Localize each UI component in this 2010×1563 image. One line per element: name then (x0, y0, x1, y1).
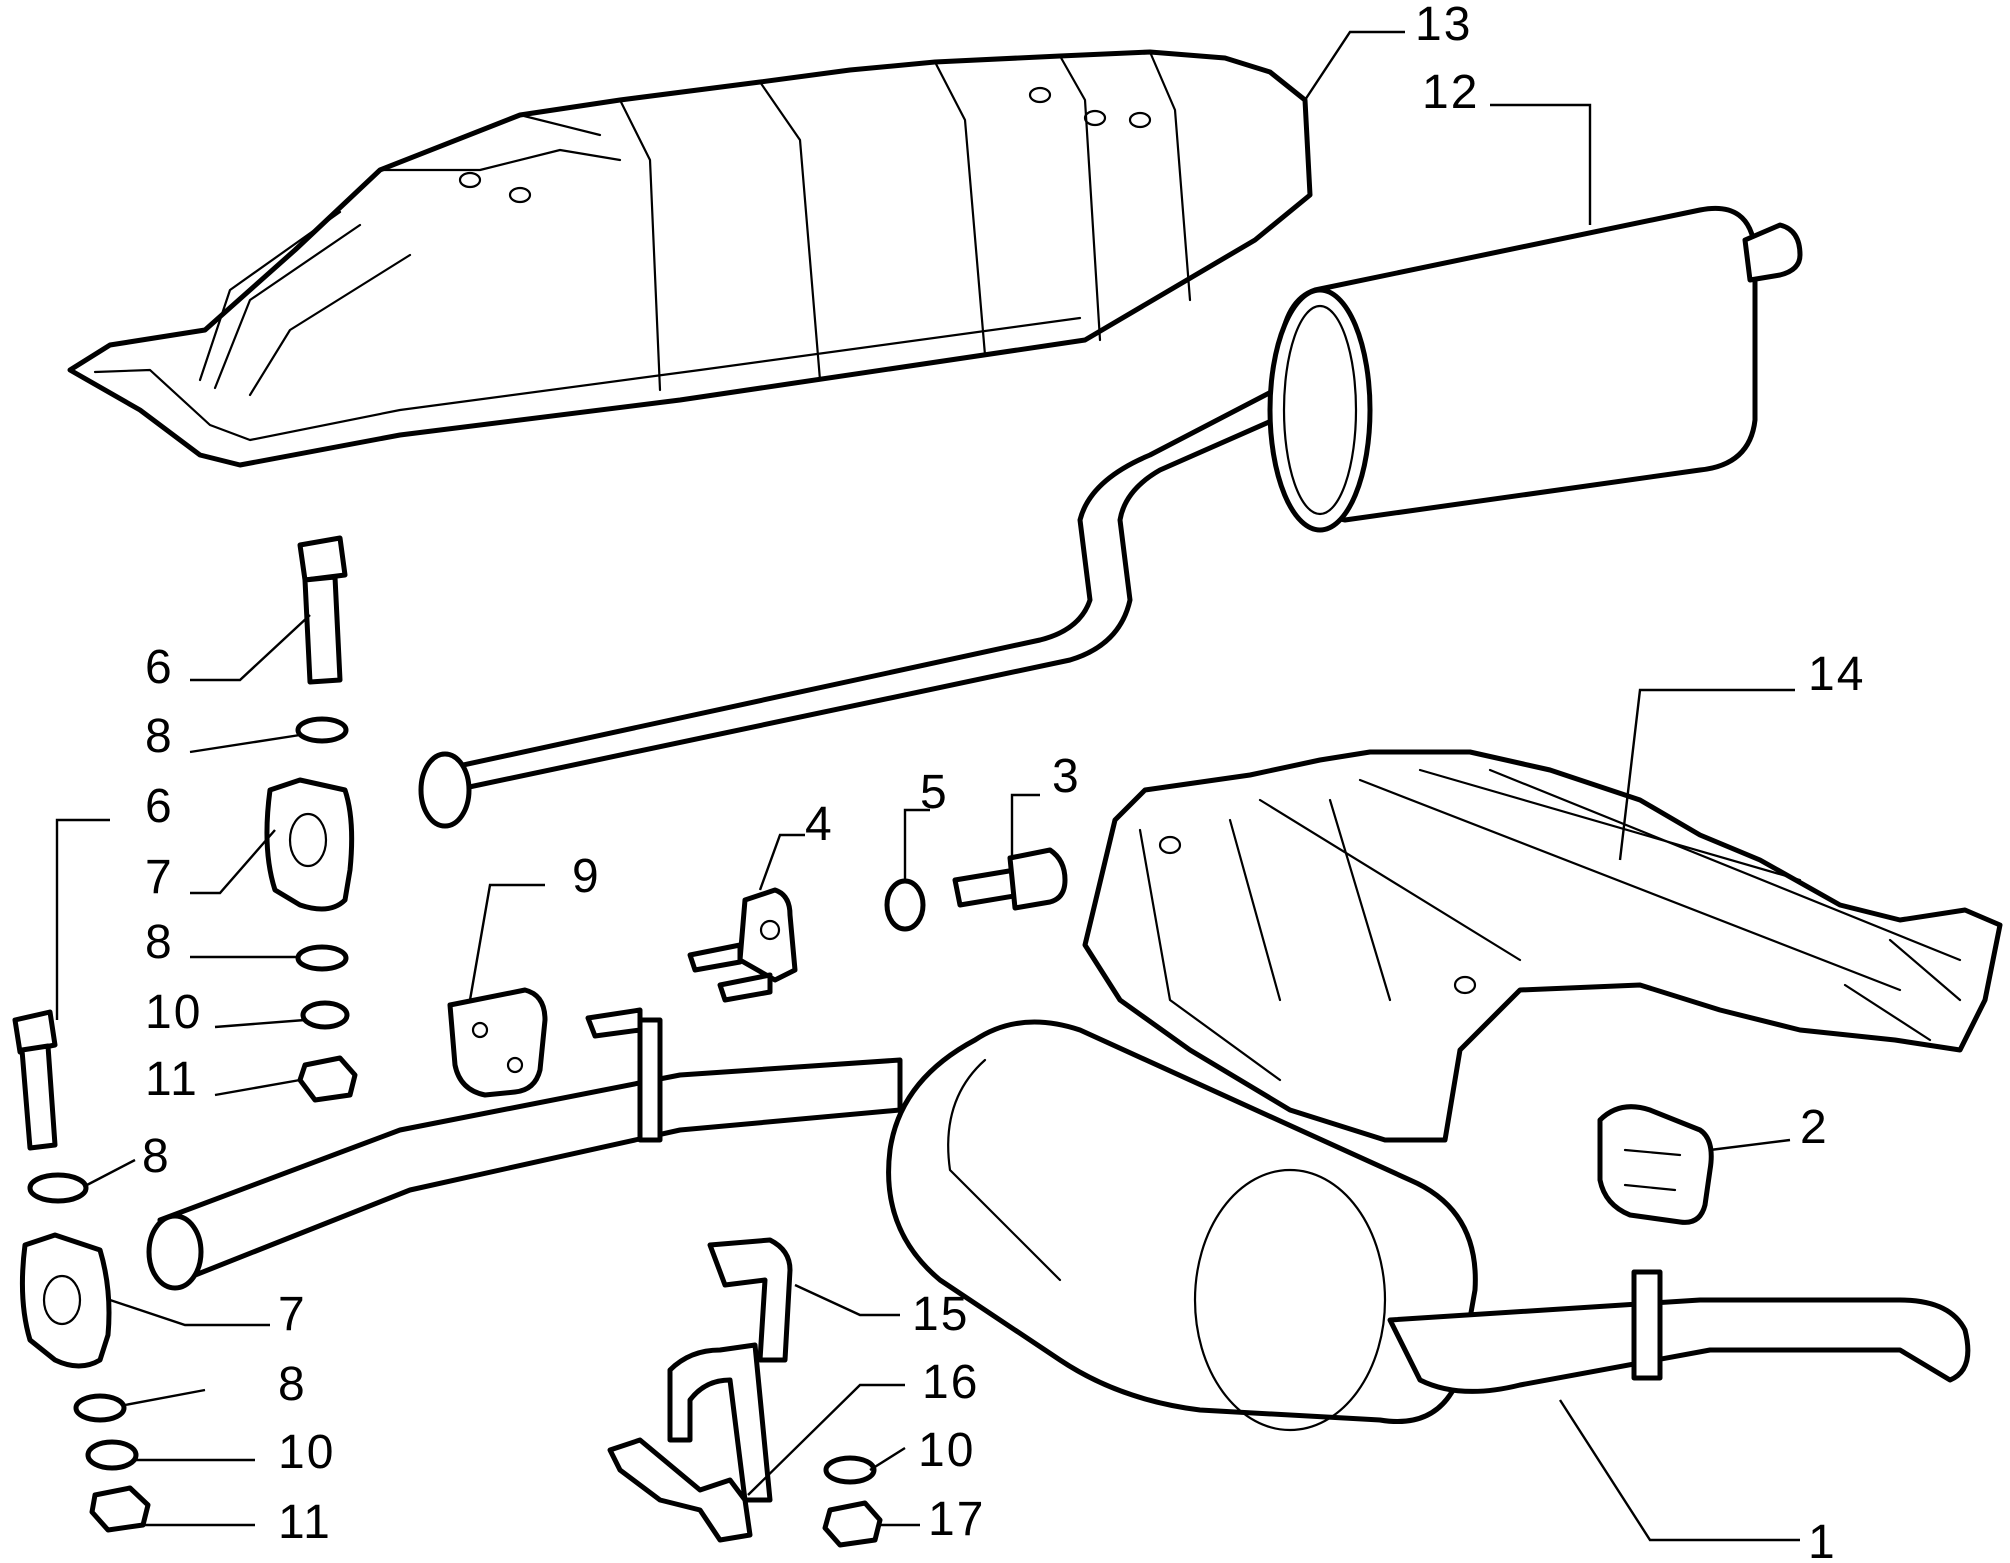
callout-3: 3 (1052, 750, 1081, 803)
callout-8d: 8 (278, 1358, 307, 1411)
front-pipe-silencer (146, 1007, 1971, 1432)
lock-washer-10a (300, 1000, 350, 1030)
nut-11a (297, 1055, 358, 1103)
bracket (687, 887, 798, 1003)
callout-6a: 6 (145, 641, 174, 694)
callout-17: 17 (928, 1493, 985, 1546)
rubber-mount-upper (264, 777, 355, 912)
callout-10a: 10 (145, 986, 202, 1039)
callout-12: 12 (1422, 66, 1479, 119)
callout-8c: 8 (142, 1130, 171, 1183)
callout-7a: 7 (145, 851, 174, 904)
washer-8a (295, 716, 349, 744)
bolt-lower (12, 1009, 58, 1151)
callout-15: 15 (912, 1288, 969, 1341)
rubber-mount-lower (19, 1232, 112, 1369)
callout-4: 4 (805, 798, 834, 851)
lock-washer-10c (823, 1455, 877, 1485)
callout-14: 14 (1808, 648, 1865, 701)
callout-11b: 11 (278, 1496, 332, 1549)
nut-11b (89, 1485, 151, 1533)
callout-10b: 10 (278, 1426, 335, 1479)
callout-labels: 13 12 14 2 1 3 5 4 9 15 16 10 17 6 8 6 7… (142, 0, 1865, 1563)
rear-muffler-pipe (418, 205, 1803, 829)
leader-lines (55, 30, 1800, 1542)
callout-8a: 8 (145, 710, 174, 763)
callout-8b: 8 (145, 916, 174, 969)
washer-8b (295, 944, 349, 972)
callout-7b: 7 (278, 1288, 307, 1341)
callout-1: 1 (1808, 1516, 1837, 1563)
bolt (952, 847, 1068, 911)
callout-16: 16 (922, 1356, 979, 1409)
lower-heat-shield (1082, 749, 2003, 1143)
callout-10c: 10 (918, 1424, 975, 1477)
callout-2: 2 (1800, 1101, 1829, 1154)
upper-heat-shield (67, 49, 1313, 468)
clamp-saddle (607, 1437, 753, 1543)
callout-11a: 11 (145, 1053, 199, 1106)
bolt-upper (297, 535, 348, 685)
callout-5: 5 (920, 766, 949, 819)
washer (884, 878, 926, 932)
gasket (447, 987, 548, 1098)
washer-8d (73, 1393, 127, 1423)
washer-8c (27, 1172, 89, 1204)
lock-washer-10b (85, 1439, 139, 1471)
callout-9: 9 (572, 850, 601, 903)
nut-17 (822, 1500, 883, 1548)
rubber-hanger (1597, 1104, 1714, 1225)
u-clamp (667, 1237, 793, 1503)
callout-13: 13 (1415, 0, 1472, 51)
callout-6b: 6 (145, 780, 174, 833)
